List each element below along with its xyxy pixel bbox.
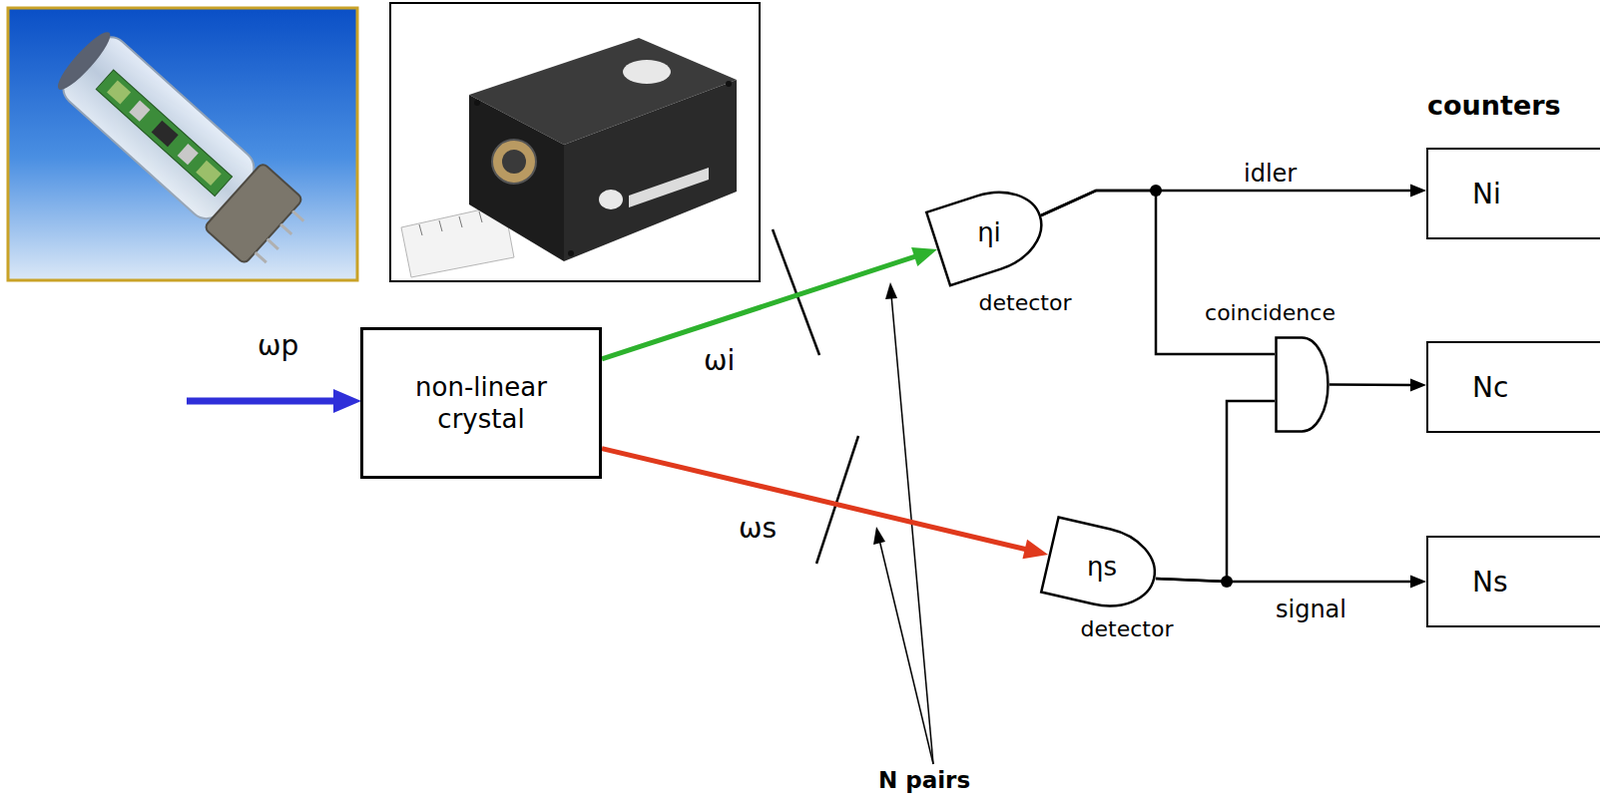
label-holder: counters bbox=[1427, 89, 1562, 121]
arrow-head bbox=[911, 247, 938, 267]
gate-symbol: ηidetector bbox=[934, 192, 1045, 273]
edge-label: signal bbox=[1275, 595, 1347, 624]
gate-outline bbox=[1274, 336, 1330, 434]
text-holder: coincidence bbox=[1204, 299, 1336, 328]
arrow-head bbox=[1410, 575, 1427, 589]
node-heading: detector bbox=[1080, 615, 1174, 644]
edge-label-holder: ωs bbox=[738, 512, 777, 545]
gate-outline-path bbox=[1276, 338, 1329, 433]
arrow-head bbox=[1410, 183, 1427, 197]
pump-beam bbox=[186, 389, 362, 414]
node-text: ηi bbox=[977, 216, 1002, 250]
process-box: non-linear crystal bbox=[360, 327, 602, 480]
light-beam bbox=[601, 255, 920, 360]
edge-label-holder: signal bbox=[1275, 595, 1347, 624]
spad-photo bbox=[390, 2, 760, 282]
gate-symbol: ηsdetector bbox=[1047, 527, 1157, 607]
text-holder: detector bbox=[979, 289, 1072, 318]
process-box: Nc bbox=[1426, 341, 1600, 434]
label-holder: N pairs bbox=[878, 767, 971, 794]
node-heading: coincidence bbox=[1204, 299, 1336, 328]
gate-outline-path bbox=[926, 179, 1053, 286]
edge-label-holder: ωi bbox=[703, 344, 735, 378]
edge-label: idler bbox=[1243, 159, 1297, 188]
signal-wire bbox=[1329, 383, 1414, 387]
annotation-label: ωp bbox=[257, 329, 299, 363]
node-text: Nc bbox=[1472, 370, 1509, 406]
node-text: non-linear crystal bbox=[391, 371, 571, 437]
node-text: Ns bbox=[1472, 564, 1509, 600]
process-box: Ni bbox=[1426, 147, 1600, 240]
gate-outline-path bbox=[1041, 517, 1163, 616]
node-heading: detector bbox=[979, 289, 1072, 318]
signal-wire bbox=[1041, 190, 1275, 355]
pmt-photo bbox=[7, 7, 358, 281]
edge-label: ωs bbox=[738, 512, 777, 545]
node-text: ηs bbox=[1086, 550, 1117, 584]
edge-label-holder: idler bbox=[1243, 159, 1297, 188]
process-box: Ns bbox=[1426, 535, 1600, 628]
annotation-label: counters bbox=[1427, 89, 1562, 121]
label-holder: ωp bbox=[257, 329, 299, 363]
arrow-head bbox=[1022, 539, 1049, 559]
text-holder: detector bbox=[1080, 615, 1174, 644]
arrow-head bbox=[1410, 378, 1427, 392]
gate-symbol: coincidence bbox=[1274, 336, 1330, 434]
annotation-label: N pairs bbox=[878, 767, 971, 794]
signal-wire bbox=[1155, 401, 1275, 582]
edge-label: ωi bbox=[703, 344, 735, 378]
light-beam bbox=[601, 449, 1030, 551]
node-text: Ni bbox=[1472, 176, 1502, 212]
signal-wire bbox=[1041, 190, 1414, 216]
